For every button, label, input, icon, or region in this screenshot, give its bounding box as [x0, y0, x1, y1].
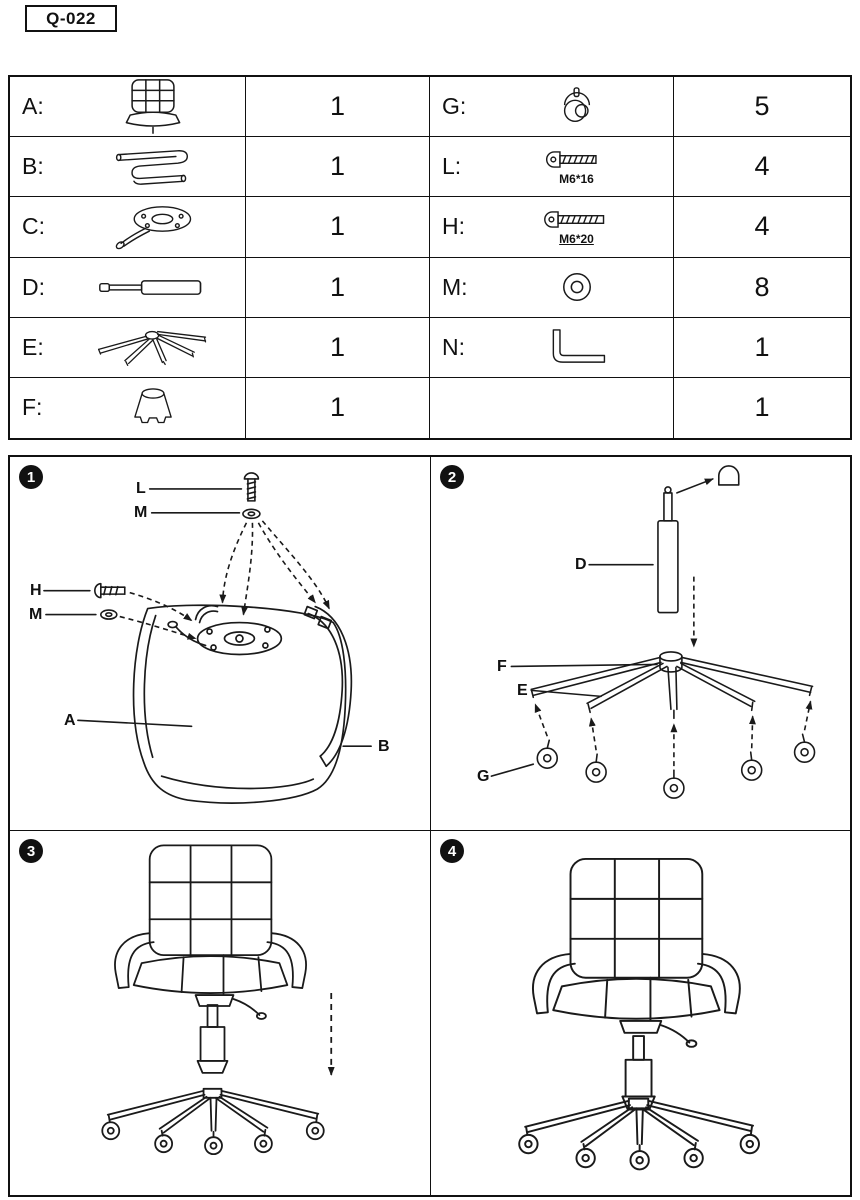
label-screw-l: L	[136, 480, 146, 497]
label-boot-f: F	[497, 658, 507, 675]
gas-lift-icon	[60, 275, 245, 300]
screw-size-label: M6*20	[559, 231, 594, 246]
step-panel-1: 1 L M H M A B	[10, 457, 431, 831]
part-letter-a: A:	[22, 93, 44, 120]
screw-size-label: M6*16	[559, 171, 594, 186]
part-cell-f: F:	[10, 377, 246, 438]
mechanism-icon	[60, 200, 245, 253]
part-cell-d: D:	[10, 257, 246, 318]
model-label-box: Q-022	[25, 5, 117, 32]
step1-diagram	[43, 472, 372, 804]
part-qty-c: 1	[246, 197, 430, 258]
part-cell-a: A:	[10, 77, 246, 138]
part-qty-b: 1	[246, 137, 430, 198]
part-letter-g: G:	[442, 93, 467, 120]
screw-m6x16-icon: M6*16	[480, 148, 673, 186]
step-panel-3: 3	[10, 831, 431, 1195]
step-number-badge: 2	[440, 465, 464, 489]
part-qty-h: 4	[674, 197, 850, 258]
caster-icon	[480, 86, 673, 127]
part-qty-e: 1	[246, 317, 430, 378]
part-letter-l: L:	[442, 153, 462, 180]
step2-diagram	[490, 465, 816, 799]
step4-diagram	[518, 857, 760, 1171]
part-cell-l: L: M6*16	[430, 137, 674, 198]
label-armrest-b: B	[378, 738, 390, 755]
part-cell-g: G:	[430, 77, 674, 138]
parts-table: A: 1 G: 5	[8, 75, 852, 440]
step-number-badge: 4	[440, 839, 464, 863]
part-letter-f: F:	[22, 394, 43, 421]
part-letter-c: C:	[22, 213, 45, 240]
allen-key-icon	[480, 327, 673, 367]
part-qty-m: 8	[674, 258, 850, 318]
label-seat-a: A	[64, 712, 76, 729]
washer-icon	[480, 270, 673, 304]
model-label: Q-022	[46, 8, 96, 28]
label-caster-g: G	[477, 768, 490, 785]
label-washer-m-top: M	[134, 504, 148, 521]
part-letter-e: E:	[22, 333, 44, 360]
boot-cover-icon	[60, 386, 245, 430]
label-screw-h: H	[30, 582, 42, 599]
step-panel-2: 2 D F E G	[431, 457, 852, 831]
part-qty-extra: 1	[754, 392, 770, 423]
label-gaslift-d: D	[575, 556, 587, 573]
armrest-frame-icon	[60, 147, 245, 187]
part-qty-a: 1	[246, 77, 430, 138]
part-letter-m: M:	[442, 273, 468, 300]
part-letter-d: D:	[22, 273, 45, 300]
part-qty-f: 1	[246, 377, 430, 438]
part-cell-empty	[430, 377, 674, 438]
star-base-icon	[60, 325, 245, 370]
label-washer-m-left: M	[29, 606, 43, 623]
screw-m6x20-icon: M6*20	[480, 208, 673, 246]
part-qty-n: 1	[674, 318, 850, 378]
part-cell-e: E:	[10, 317, 246, 378]
step-number-badge: 1	[19, 465, 43, 489]
part-qty-d: 1	[246, 257, 430, 318]
label-base-e: E	[517, 682, 528, 699]
part-letter-b: B:	[22, 153, 44, 180]
chair-icon	[60, 77, 245, 136]
part-qty-l: 4	[674, 137, 850, 198]
part-cell-c: C:	[10, 197, 246, 258]
part-letter-n: N:	[442, 333, 465, 360]
part-cell-b: B:	[10, 137, 246, 198]
assembly-steps: 1 L M H M A B	[8, 455, 852, 1197]
step-panel-4: 4	[431, 831, 852, 1195]
part-letter-h: H:	[442, 213, 465, 240]
step-number-badge: 3	[19, 839, 43, 863]
part-qty-g: 5	[674, 77, 850, 138]
step3-diagram	[101, 844, 335, 1156]
part-cell-h: H: M6*20	[430, 197, 674, 258]
part-cell-n: N:	[430, 317, 674, 378]
part-cell-m: M:	[430, 257, 674, 318]
